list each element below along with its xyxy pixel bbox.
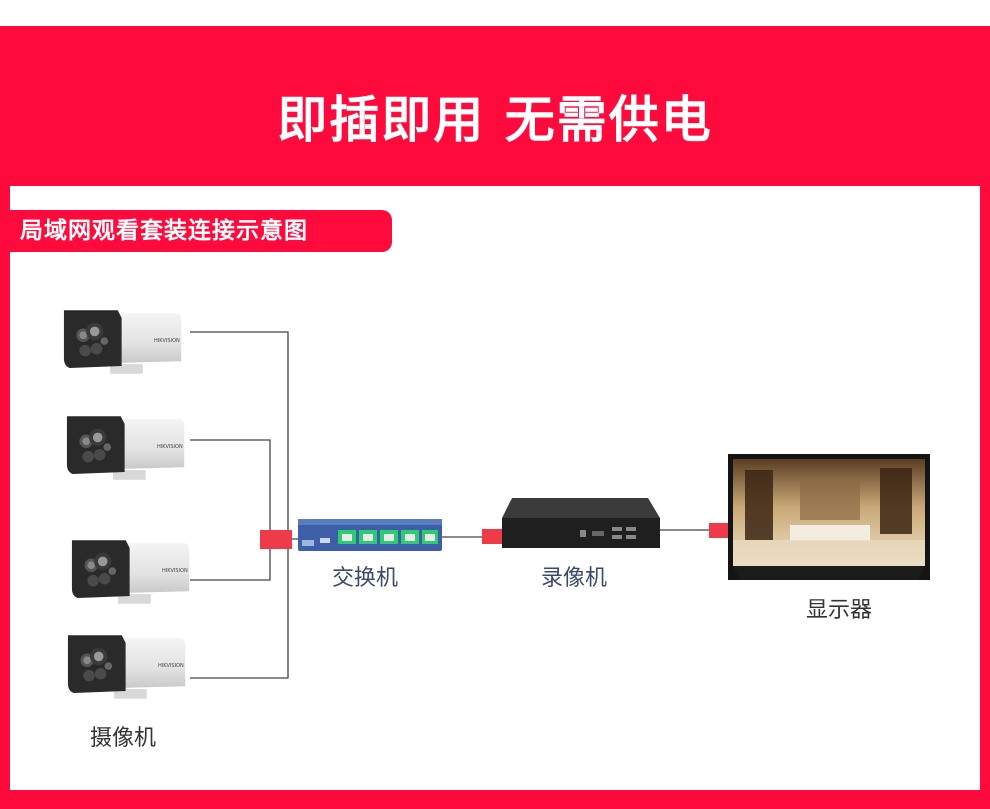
network-switch [298, 519, 442, 551]
nvr-label: 录像机 [541, 566, 608, 591]
svg-text:HIKVISION: HIKVISION [162, 568, 188, 574]
switch-connector [260, 530, 292, 549]
camera-4: HIKVISION [67, 635, 186, 699]
top-banner [0, 26, 990, 186]
frame-left [0, 186, 10, 809]
frame-bottom [0, 790, 990, 809]
camera-3: HIKVISION [71, 540, 190, 604]
camera-1: HIKVISION [63, 310, 182, 374]
svg-text:HIKVISION: HIKVISION [157, 444, 183, 450]
frame-right [980, 186, 990, 809]
section-label: 局域网观看套装连接示意图 [10, 210, 392, 252]
svg-text:HIKVISION: HIKVISION [154, 338, 180, 344]
monitor-label: 显示器 [806, 598, 873, 623]
svg-text:HIKVISION: HIKVISION [158, 663, 184, 669]
nvr-connector [482, 529, 502, 544]
banner-title: 即插即用 无需供电 [277, 91, 713, 149]
switch-label: 交换机 [332, 566, 399, 591]
camera-label: 摄像机 [90, 726, 157, 751]
nvr-recorder [502, 498, 660, 548]
monitor-connector [709, 523, 729, 538]
monitor [728, 454, 930, 580]
camera-2: HIKVISION [66, 416, 185, 480]
